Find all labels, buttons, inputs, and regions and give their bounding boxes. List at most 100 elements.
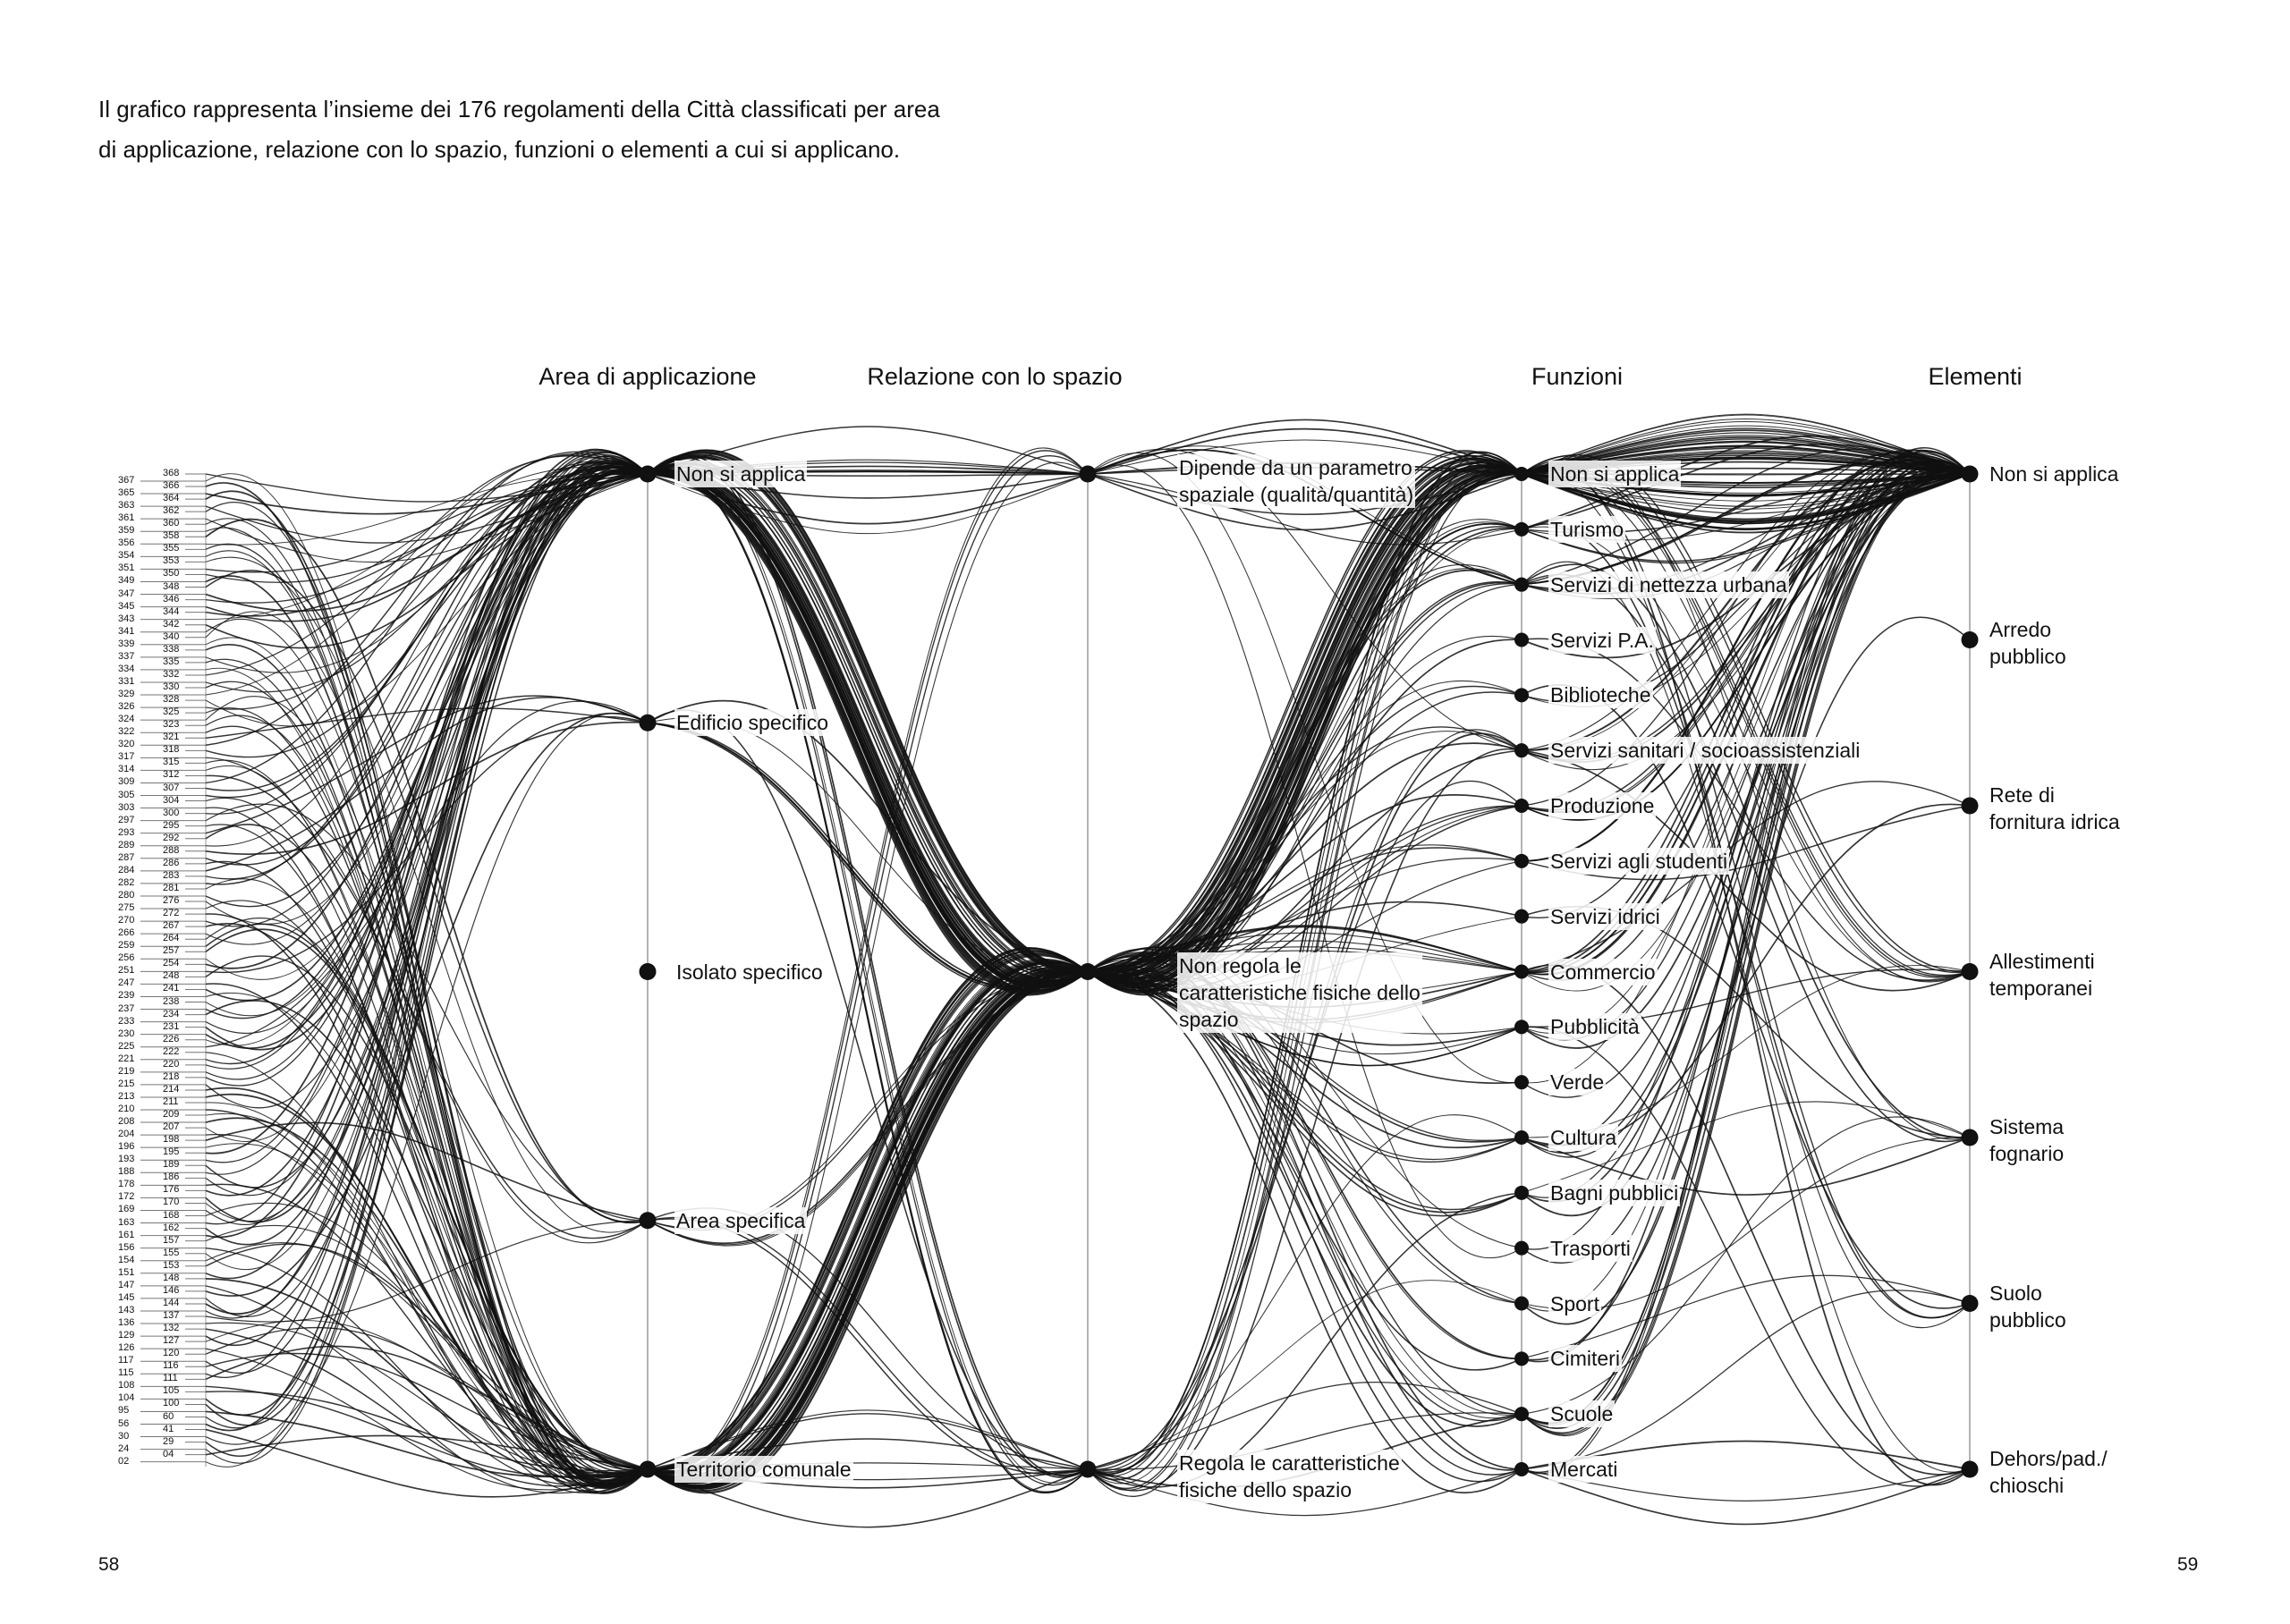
regulation-number: 178	[118, 1179, 135, 1190]
node-dot[interactable]	[1514, 743, 1529, 758]
connection-line	[1521, 749, 1971, 992]
node-label-line: Servizi sanitari / socioassistenziali	[1550, 739, 1861, 763]
node-dot[interactable]	[1514, 1407, 1529, 1422]
node-dot[interactable]	[1961, 1295, 1979, 1312]
node-dot[interactable]	[639, 714, 657, 732]
connection-line	[647, 722, 1089, 987]
connection-line	[205, 1143, 649, 1474]
node-dot[interactable]	[1514, 964, 1529, 979]
node-label-line: fognario	[1989, 1142, 2065, 1165]
node-label-line: Regola le caratteristiche	[1179, 1451, 1400, 1475]
connection-line	[1087, 732, 1522, 1474]
node-dot[interactable]	[1961, 797, 1979, 815]
connection-line	[647, 951, 1089, 1470]
node-dot[interactable]	[1514, 909, 1529, 924]
connection-line	[647, 453, 1089, 973]
connection-line	[1087, 970, 1522, 1217]
connection-line	[1087, 970, 1522, 1493]
regulation-number: 361	[118, 512, 135, 524]
node-dot[interactable]	[1514, 1240, 1529, 1256]
node-label: Isolato specifico	[674, 958, 825, 985]
connection-line	[1087, 469, 1522, 980]
node-dot[interactable]	[1514, 853, 1529, 868]
regulation-number: 359	[118, 525, 135, 537]
column-header: Funzioni	[1531, 363, 1624, 390]
node-dot[interactable]	[1514, 632, 1529, 647]
regulation-number: 147	[118, 1279, 135, 1290]
regulation-number: 41	[163, 1423, 174, 1434]
node-label-line: Sistema	[1989, 1115, 2065, 1138]
regulation-number: 367	[118, 475, 135, 486]
node-dot[interactable]	[1514, 1075, 1529, 1090]
connection-line	[1521, 454, 1971, 973]
connection-line	[1087, 471, 1522, 985]
node-dot[interactable]	[1514, 1185, 1529, 1200]
node-label: Edificio specifico	[674, 709, 831, 737]
connection-line	[1087, 466, 1522, 977]
regulation-number: 218	[163, 1070, 180, 1082]
node-dot[interactable]	[1079, 465, 1097, 483]
connection-line	[1087, 748, 1522, 1492]
regulation-number: 108	[118, 1380, 135, 1391]
regulation-number: 281	[163, 882, 180, 893]
connection-line	[205, 556, 649, 1233]
node-dot[interactable]	[639, 963, 657, 980]
node-dot[interactable]	[1961, 465, 1979, 483]
regulation-number: 56	[118, 1417, 130, 1429]
regulation-ticks	[140, 473, 206, 1463]
node-dot[interactable]	[1514, 521, 1529, 537]
regulation-number: 339	[118, 638, 135, 649]
node-dot[interactable]	[1514, 799, 1529, 813]
connection-line	[1521, 451, 1971, 1363]
regulation-number: 360	[163, 518, 180, 529]
connection-line	[1521, 467, 1971, 978]
regulation-number: 214	[163, 1083, 180, 1095]
node-dot[interactable]	[1961, 1460, 1979, 1478]
node-dot[interactable]	[1514, 577, 1529, 592]
node-dot[interactable]	[1961, 1129, 1979, 1146]
connection-line	[205, 774, 649, 1239]
regulation-number: 345	[118, 600, 135, 612]
node-dot[interactable]	[639, 1212, 657, 1230]
regulation-number: 304	[163, 794, 180, 806]
node-dot[interactable]	[1514, 1019, 1529, 1035]
regulation-number: 353	[163, 555, 180, 567]
node-dot[interactable]	[1961, 631, 1979, 648]
regulation-number: 129	[118, 1330, 135, 1341]
connection-line	[205, 928, 649, 1470]
connection-line	[205, 570, 649, 1223]
connection-line	[205, 1242, 649, 1470]
node-dot[interactable]	[639, 1460, 657, 1478]
node-dot[interactable]	[1079, 1460, 1097, 1478]
node-label: Servizi sanitari / socioassistenziali	[1548, 737, 1862, 765]
node-dot[interactable]	[639, 465, 657, 483]
connection-line	[647, 971, 1089, 1247]
regulation-number: 186	[163, 1171, 180, 1183]
node-label-line: Non si applica	[1550, 462, 1680, 486]
node-dot[interactable]	[1079, 963, 1097, 980]
node-dot[interactable]	[1514, 1351, 1529, 1366]
node-dot[interactable]	[1514, 1296, 1529, 1311]
node-dot[interactable]	[1514, 688, 1529, 703]
connection-line	[1521, 435, 1971, 475]
intro-text: Il grafico rappresenta l’insieme dei 176…	[98, 89, 940, 170]
connection-line	[647, 469, 1089, 1493]
connection-line	[205, 473, 649, 562]
connection-line	[205, 470, 649, 1050]
regulation-number: 153	[163, 1259, 180, 1271]
regulation-number: 220	[163, 1058, 180, 1070]
connection-line	[205, 463, 649, 1464]
node-dot[interactable]	[1961, 963, 1979, 980]
regulation-number: 330	[163, 681, 180, 693]
connection-line	[1087, 780, 1522, 1470]
connection-line	[1087, 439, 1522, 475]
node-label-line: Servizi P.A.	[1550, 628, 1654, 652]
connection-line	[205, 1410, 649, 1478]
regulation-number: 137	[163, 1310, 180, 1322]
node-dot[interactable]	[1514, 1130, 1529, 1145]
node-dot[interactable]	[1514, 1462, 1529, 1476]
node-dot[interactable]	[1514, 467, 1529, 481]
regulation-number: 193	[118, 1154, 135, 1165]
